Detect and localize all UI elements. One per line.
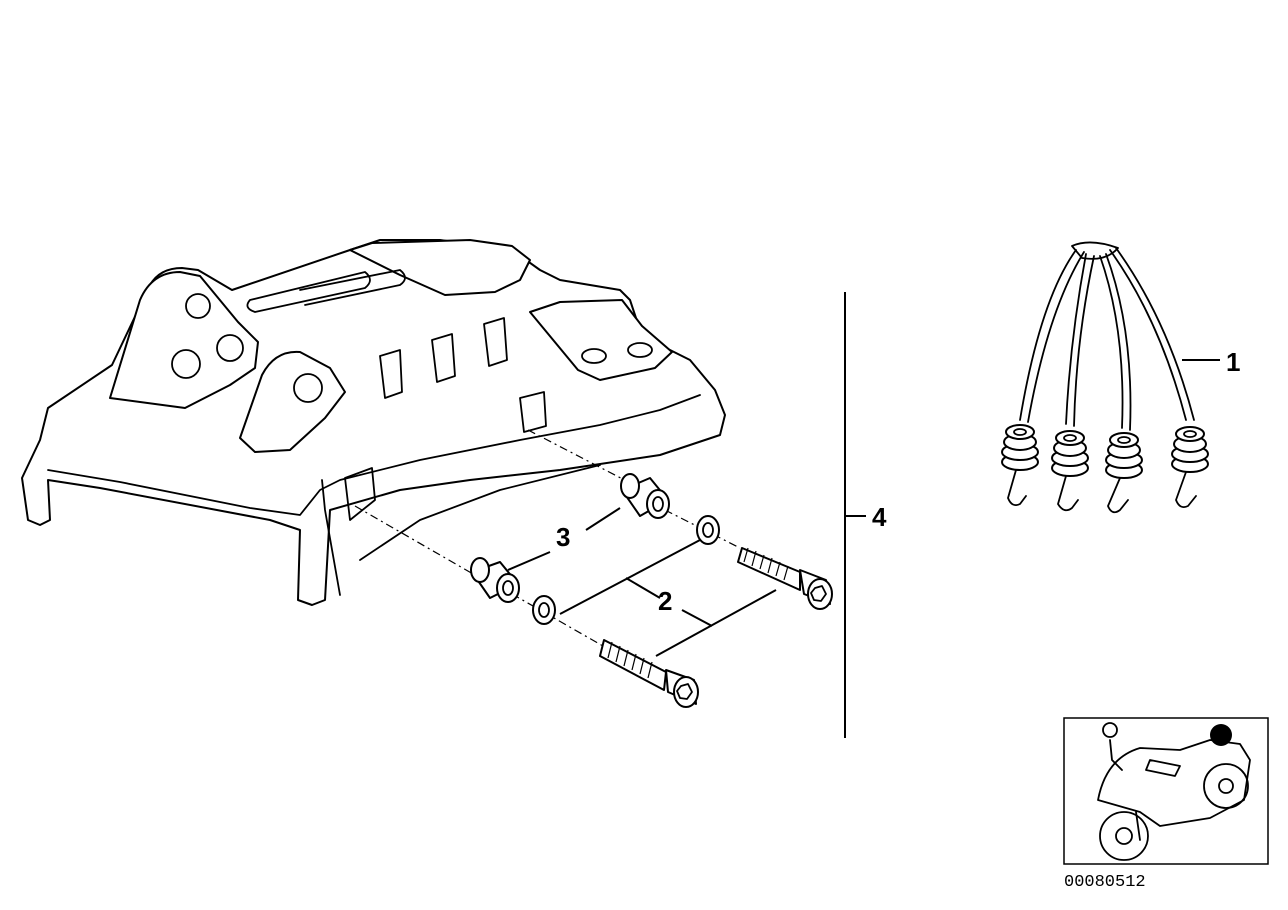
- location-dot: [1210, 724, 1232, 746]
- spacer-sleeve-upper: [620, 473, 670, 519]
- callout-4: 4: [872, 502, 887, 532]
- bolt-upper: [737, 547, 833, 610]
- motorcycle-locator-thumbnail: [1063, 717, 1269, 865]
- axis-line-lower: [354, 505, 481, 579]
- axis-line-lower-bolt: [511, 593, 611, 651]
- leader-lines: [507, 292, 1220, 738]
- luggage-rack-illustration: [21, 239, 726, 606]
- diagram-number: 00080512: [1064, 873, 1146, 892]
- washer-upper: [696, 515, 720, 545]
- washer-lower: [532, 595, 556, 625]
- spacer-sleeve-lower: [470, 557, 520, 603]
- callout-2: 2: [658, 586, 672, 616]
- bolt-lower: [599, 639, 699, 708]
- callout-3: 3: [556, 522, 570, 552]
- axis-line-upper: [527, 429, 641, 489]
- elastic-straps-illustration: [1001, 241, 1209, 514]
- callout-1: 1: [1226, 347, 1240, 377]
